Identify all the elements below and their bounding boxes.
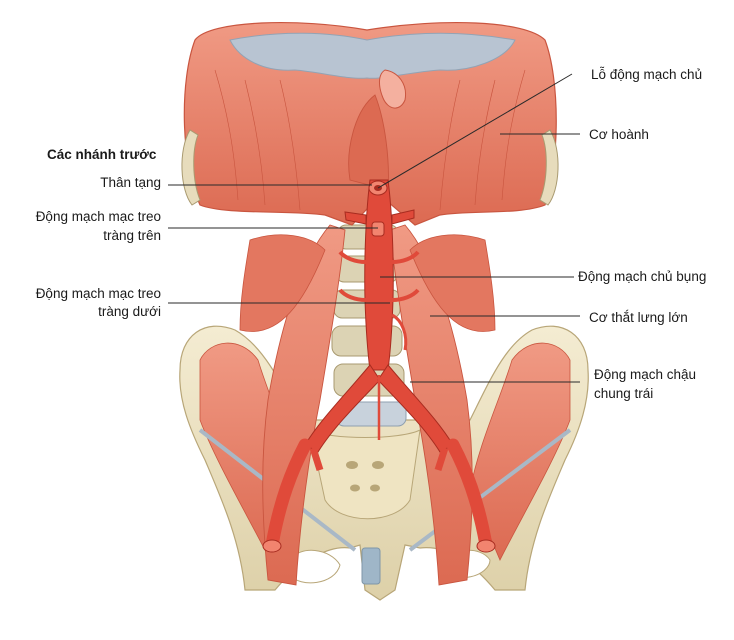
- aorta-tree: [262, 179, 496, 553]
- label-aortic-hiatus: Lỗ động mạch chủ: [591, 67, 703, 82]
- diaphragm: [183, 22, 557, 226]
- label-sma-line1: Động mạch mạc treo: [35, 209, 161, 224]
- rib-tips: [181, 129, 559, 206]
- label-psoas-major: Cơ thắt lưng lớn: [589, 310, 688, 325]
- label-abdominal-aorta: Động mạch chủ bụng: [578, 269, 707, 284]
- label-celiac-trunk: Thân tạng: [100, 175, 161, 190]
- anterior-branches-heading: Các nhánh trước: [47, 147, 157, 162]
- label-sma-line2: tràng trên: [103, 228, 161, 243]
- label-ima-line1: Động mạch mạc treo: [35, 286, 161, 301]
- label-common-iliac-line1: Động mạch chậu: [594, 367, 697, 382]
- label-diaphragm: Cơ hoành: [589, 127, 649, 142]
- leader-aortic-hiatus: [377, 73, 573, 189]
- label-common-iliac-line2: chung trái: [594, 386, 654, 401]
- leader-lines: [168, 73, 580, 383]
- label-ima-line2: tràng dưới: [98, 304, 161, 319]
